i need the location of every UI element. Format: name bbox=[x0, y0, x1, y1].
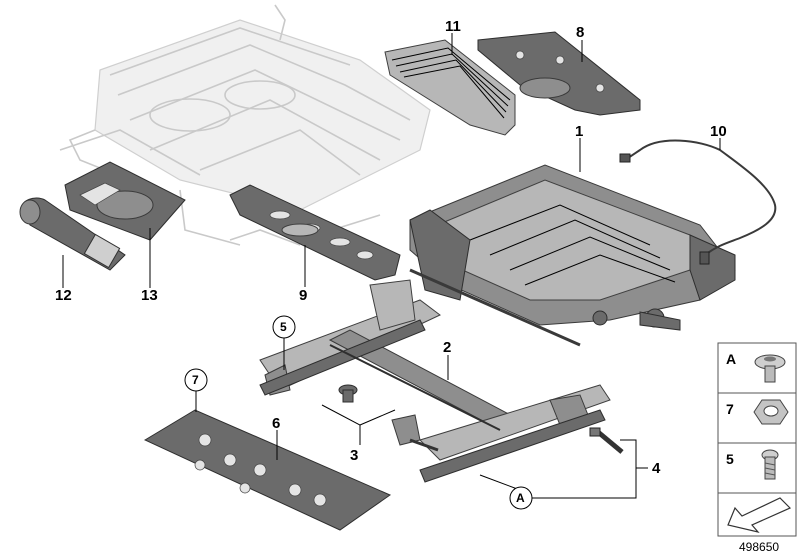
part-1-seat-frame bbox=[409, 164, 736, 347]
hex-nut-icon bbox=[753, 399, 789, 425]
part-12-cylinder bbox=[19, 197, 126, 271]
callout-13: 13 bbox=[141, 287, 158, 304]
callout-6: 6 bbox=[272, 415, 280, 432]
part-10-cable bbox=[619, 139, 777, 265]
circled-callout-5: 5 bbox=[280, 320, 287, 334]
bolt-icon bbox=[761, 449, 779, 480]
callout-8: 8 bbox=[576, 24, 584, 41]
part-2-rail-assembly bbox=[259, 279, 611, 483]
callout-10: 10 bbox=[710, 123, 727, 140]
callout-3: 3 bbox=[350, 447, 358, 464]
legend-row-a bbox=[717, 342, 797, 394]
ghost-seat-frame bbox=[59, 4, 431, 246]
legend-row-5 bbox=[717, 442, 797, 494]
callout-4: 4 bbox=[652, 460, 661, 477]
part-3-fasteners bbox=[338, 384, 439, 452]
part-9-cover bbox=[229, 184, 401, 281]
part-13-box bbox=[64, 161, 186, 241]
circled-callouts: 5 7 A bbox=[184, 315, 533, 510]
direction-arrow-icon bbox=[727, 497, 792, 534]
callout-11: 11 bbox=[445, 18, 461, 35]
callout-9: 9 bbox=[299, 287, 307, 304]
screw-icon bbox=[754, 354, 786, 383]
fastener-legend: A 7 5 bbox=[717, 342, 797, 537]
part-8-plate bbox=[477, 31, 641, 116]
legend-key-7: 7 bbox=[726, 401, 734, 417]
callout-numbers: 11 8 1 10 9 13 12 2 6 3 4 bbox=[55, 18, 727, 477]
callout-12: 12 bbox=[55, 287, 72, 304]
circled-callout-a: A bbox=[516, 491, 525, 505]
legend-key-5: 5 bbox=[726, 451, 734, 467]
circled-callout-7: 7 bbox=[192, 373, 199, 387]
reference-code: 498650 bbox=[739, 540, 780, 554]
callout-2: 2 bbox=[443, 339, 451, 356]
callout-1: 1 bbox=[575, 123, 583, 140]
leader-lines bbox=[62, 33, 721, 499]
legend-key-a: A bbox=[726, 351, 736, 367]
part-11-cover bbox=[384, 39, 516, 136]
part-6-base-plate bbox=[143, 409, 392, 531]
part-4-bolt bbox=[589, 427, 624, 454]
